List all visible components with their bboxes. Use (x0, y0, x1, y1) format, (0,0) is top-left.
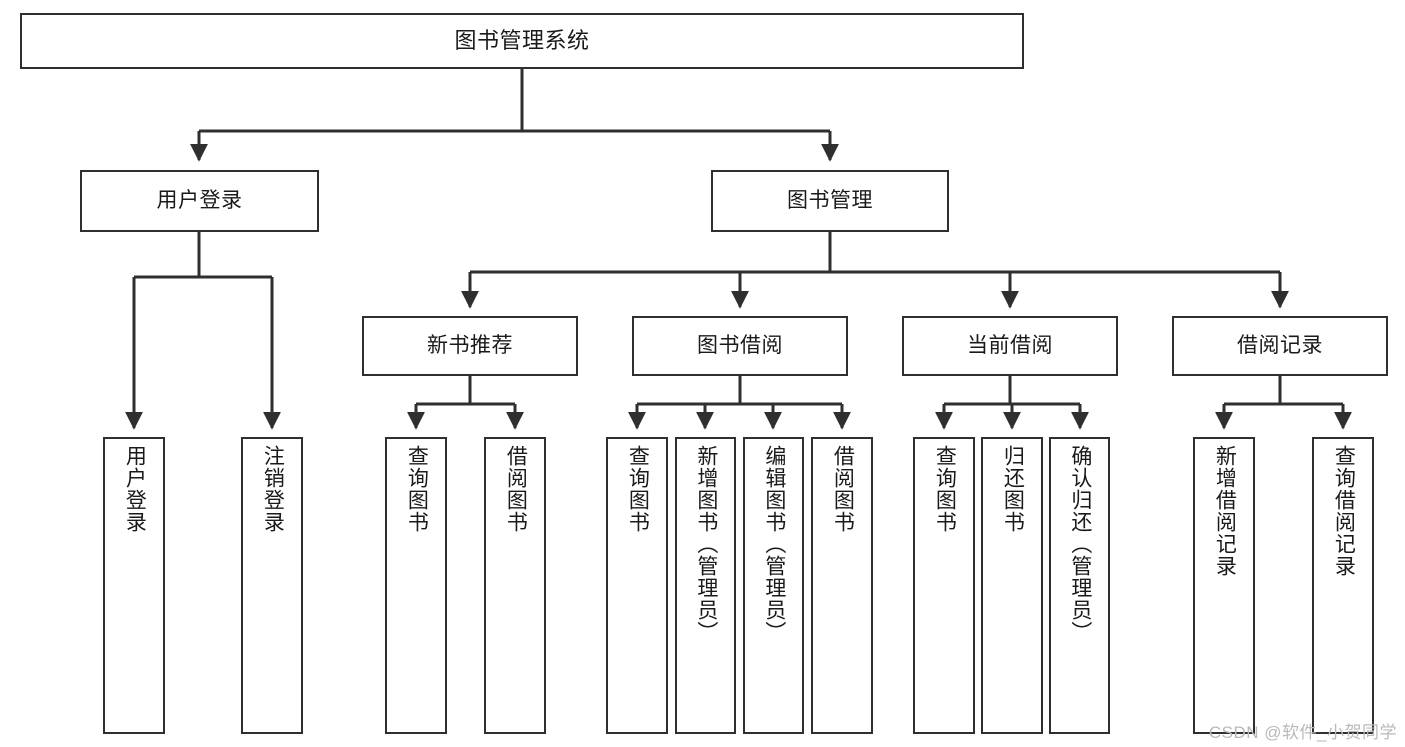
node-user-login-label: 用户登录 (156, 188, 243, 212)
node-leaf-user-logout-label: 注销登录 (261, 445, 285, 533)
node-leaf-query-book-2[interactable]: 查询图书 (606, 437, 668, 734)
node-leaf-edit-book[interactable]: 编辑图书（管理员） (743, 437, 804, 734)
node-user-login[interactable]: 用户登录 (80, 170, 319, 232)
node-book-borrow-label: 图书借阅 (697, 333, 783, 357)
node-current-borrow[interactable]: 当前借阅 (902, 316, 1118, 376)
node-leaf-query-book-2-label: 查询图书 (626, 445, 650, 533)
node-leaf-confirm-return-label: 确认归还（管理员） (1068, 445, 1092, 643)
node-new-book-recommend[interactable]: 新书推荐 (362, 316, 578, 376)
node-leaf-query-book-3-label: 查询图书 (933, 445, 957, 533)
node-leaf-user-login[interactable]: 用户登录 (103, 437, 165, 734)
node-leaf-query-record-label: 查询借阅记录 (1332, 445, 1356, 577)
node-leaf-edit-book-label: 编辑图书（管理员） (762, 445, 786, 643)
node-leaf-add-record-label: 新增借阅记录 (1213, 445, 1237, 577)
node-leaf-query-book-1-label: 查询图书 (405, 445, 429, 533)
node-book-borrow[interactable]: 图书借阅 (632, 316, 848, 376)
node-leaf-confirm-return[interactable]: 确认归还（管理员） (1049, 437, 1110, 734)
node-leaf-add-record[interactable]: 新增借阅记录 (1193, 437, 1255, 734)
node-borrow-record-label: 借阅记录 (1237, 333, 1323, 357)
node-book-manage-label: 图书管理 (787, 188, 873, 212)
node-leaf-user-login-label: 用户登录 (123, 445, 147, 533)
node-book-manage[interactable]: 图书管理 (711, 170, 949, 232)
node-leaf-return-book-label: 归还图书 (1001, 445, 1025, 533)
node-leaf-query-book-1[interactable]: 查询图书 (385, 437, 447, 734)
node-current-borrow-label: 当前借阅 (967, 333, 1053, 357)
node-new-book-recommend-label: 新书推荐 (427, 333, 513, 357)
node-leaf-add-book-label: 新增图书（管理员） (694, 445, 718, 643)
node-leaf-add-book[interactable]: 新增图书（管理员） (675, 437, 736, 734)
node-leaf-return-book[interactable]: 归还图书 (981, 437, 1043, 734)
watermark: CSDN @软件_小贺同学 (1208, 723, 1397, 742)
node-borrow-record[interactable]: 借阅记录 (1172, 316, 1388, 376)
node-leaf-query-book-3[interactable]: 查询图书 (913, 437, 975, 734)
node-leaf-borrow-book-2-label: 借阅图书 (831, 445, 855, 533)
node-leaf-user-logout[interactable]: 注销登录 (241, 437, 303, 734)
node-leaf-borrow-book-2[interactable]: 借阅图书 (811, 437, 873, 734)
node-root-label: 图书管理系统 (454, 28, 590, 54)
node-leaf-query-record[interactable]: 查询借阅记录 (1312, 437, 1374, 734)
node-leaf-borrow-book-1[interactable]: 借阅图书 (484, 437, 546, 734)
node-root[interactable]: 图书管理系统 (20, 13, 1024, 69)
node-leaf-borrow-book-1-label: 借阅图书 (504, 445, 528, 533)
